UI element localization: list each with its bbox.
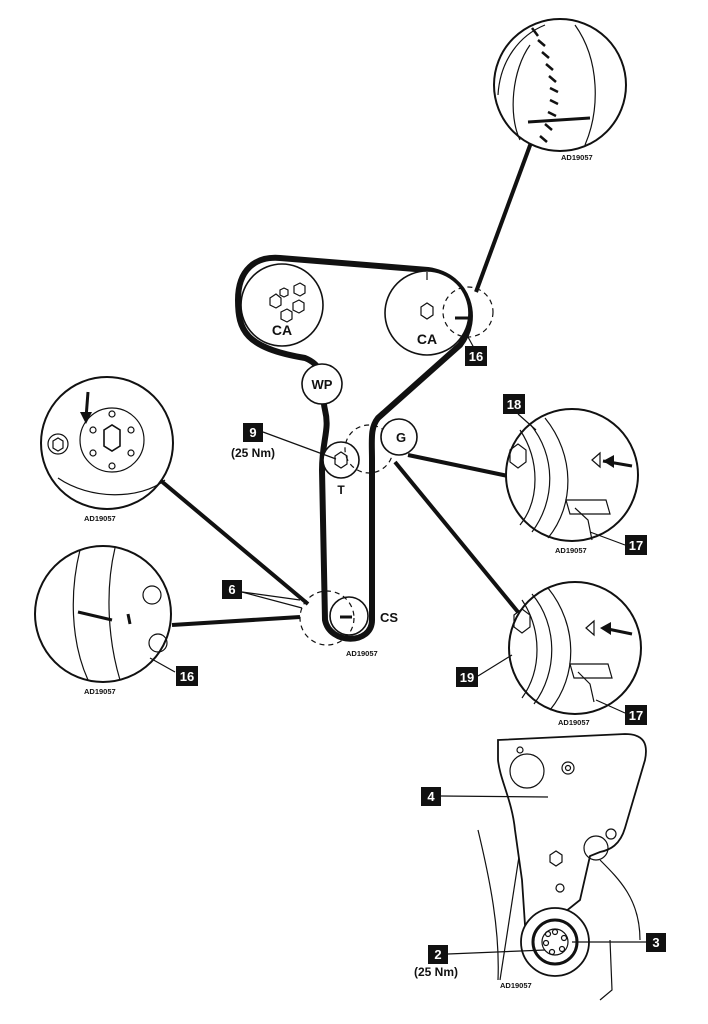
figure-code-right-upper: AD19057 — [555, 546, 587, 555]
figure-code-center: AD19057 — [346, 649, 378, 658]
callout-2: 2 (25 Nm) — [414, 945, 546, 979]
figure-code-right-lower: AD19057 — [558, 718, 590, 727]
detail-tensioner-final: AD19057 — [393, 460, 642, 727]
timing-belt — [235, 254, 473, 642]
timing-cover-assembly: AD19057 — [477, 733, 647, 1001]
svg-text:17: 17 — [629, 538, 643, 553]
callout-19: 19 — [456, 654, 513, 687]
guide-pulley: G — [380, 418, 418, 456]
callout-6: 6 — [222, 580, 303, 609]
figure-code-left-upper: AD19057 — [84, 514, 116, 523]
callout-2-torque: (25 Nm) — [414, 965, 458, 979]
callout-9-torque: (25 Nm) — [231, 446, 275, 460]
camshaft-right-label: CA — [417, 331, 437, 347]
crankshaft-label: CS — [380, 610, 398, 625]
svg-text:16: 16 — [180, 669, 194, 684]
belt-layout: CA CA WP T G — [235, 254, 494, 658]
svg-text:18: 18 — [507, 397, 521, 412]
callout-16-top: 16 — [465, 336, 487, 366]
svg-text:3: 3 — [652, 935, 659, 950]
detail-crank-mark: AD19057 — [34, 545, 301, 696]
callout-16-left: 16 — [149, 657, 198, 686]
svg-text:9: 9 — [249, 425, 256, 440]
detail-tensioner-initial: AD19057 — [407, 408, 639, 555]
svg-text:4: 4 — [427, 789, 435, 804]
water-pump-pulley: WP — [301, 363, 343, 405]
svg-text:19: 19 — [460, 670, 474, 685]
water-pump-label: WP — [312, 377, 333, 392]
svg-text:17: 17 — [629, 708, 643, 723]
svg-text:6: 6 — [228, 582, 235, 597]
callout-9: 9 (25 Nm) — [231, 423, 337, 460]
camshaft-pulley-left: CA — [240, 263, 324, 347]
tensioner-pulley: T — [322, 441, 360, 497]
callout-18: 18 — [503, 394, 537, 431]
camshaft-pulley-right: CA — [384, 270, 470, 356]
camshaft-left-label: CA — [272, 322, 292, 338]
callout-4: 4 — [421, 787, 549, 806]
callout-3: 3 — [572, 933, 666, 952]
callout-17-upper: 17 — [589, 531, 647, 555]
tensioner-label: T — [337, 483, 345, 497]
callout-17-lower: 17 — [595, 699, 647, 725]
guide-label: G — [396, 430, 406, 445]
detail-crank-lock: AD19057 — [40, 376, 310, 606]
figure-code-left-lower: AD19057 — [84, 687, 116, 696]
figure-code-top: AD19057 — [561, 153, 593, 162]
svg-text:16: 16 — [469, 349, 483, 364]
detail-camshaft-mark: AD19057 — [474, 18, 627, 293]
crankshaft-pulley: CS — [329, 596, 398, 636]
svg-text:2: 2 — [434, 947, 441, 962]
figure-code-bottom: AD19057 — [500, 981, 532, 990]
